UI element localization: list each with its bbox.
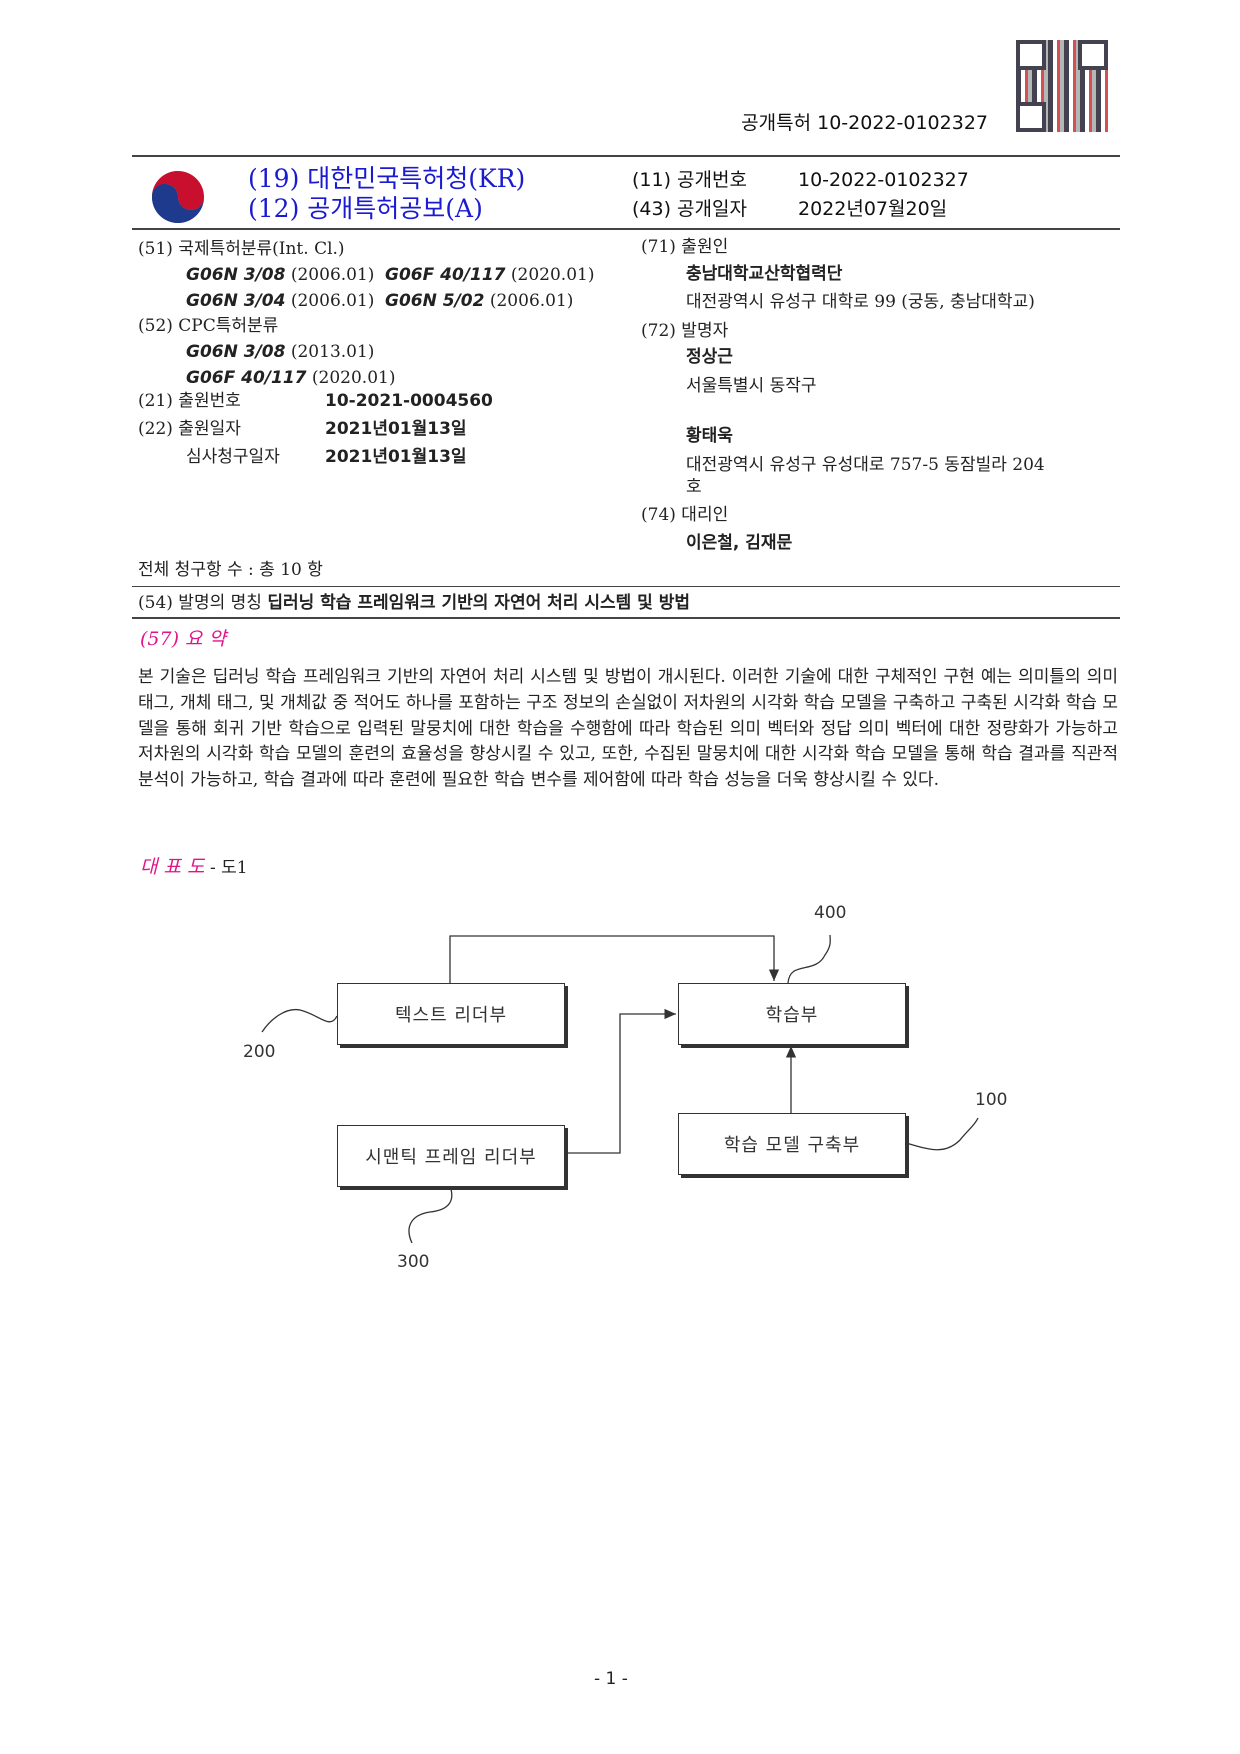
divider <box>132 617 1120 619</box>
abstract-label: (57) 요 약 <box>140 628 227 650</box>
pub-no-label: (11) 공개번호 <box>632 169 747 191</box>
agent-names: 이은철, 김재문 <box>686 533 793 553</box>
ipc-version: (2006.01) <box>290 265 375 285</box>
arrow-text-to-learner <box>449 935 780 983</box>
ref-200: 200 <box>243 1042 276 1062</box>
ipc-code: G06F 40/117 <box>385 265 506 285</box>
inventor-name: 정상근 <box>686 347 733 367</box>
ipc-label: (51) 국제특허분류(Int. Cl.) <box>138 239 345 259</box>
exam-label: 심사청구일자 <box>186 447 280 467</box>
agent-label: (74) 대리인 <box>641 505 729 525</box>
ref-100: 100 <box>975 1090 1008 1110</box>
applicant-name: 충남대학교산학협력단 <box>686 264 843 284</box>
doc-id: 공개특허 10-2022-0102327 <box>741 112 988 134</box>
cpc-code: G06N 3/08 <box>186 342 286 362</box>
pub-no: 10-2022-0102327 <box>798 169 969 191</box>
app-date: 2021년01월13일 <box>325 419 467 439</box>
app-no-label: (21) 출원번호 <box>138 391 241 411</box>
invention-title: 딥러닝 학습 프레임워크 기반의 자연어 처리 시스템 및 방법 <box>267 593 691 613</box>
claims-count: 전체 청구항 수 : 총 10 항 <box>138 560 323 580</box>
ipc-version: (2020.01) <box>510 265 595 285</box>
leader-300 <box>408 1185 453 1244</box>
inventor-name: 황태욱 <box>686 426 733 446</box>
office-name: (19) 대한민국특허청(KR) <box>248 164 526 193</box>
divider <box>132 586 1120 587</box>
ipc-code: G06N 5/02 <box>385 291 485 311</box>
exam-date: 2021년01월13일 <box>325 447 467 467</box>
invention-title-label: (54) 발명의 명칭 <box>138 593 262 613</box>
leader-100 <box>905 1117 979 1151</box>
arrow-semantic-to-learner <box>567 1008 676 1154</box>
inventor-address-cont: 호 <box>686 477 702 497</box>
kipo-logo-icon <box>152 171 204 223</box>
rep-fig-value: - 도1 <box>209 858 248 878</box>
leader-400 <box>787 934 831 984</box>
divider <box>132 228 1120 230</box>
qr-code <box>1016 40 1108 132</box>
cpc-version: (2020.01) <box>311 368 396 388</box>
applicant-address: 대전광역시 유성구 대학로 99 (궁동, 충남대학교) <box>686 292 1035 312</box>
applicant-label: (71) 출원인 <box>641 237 729 257</box>
ipc-code: G06N 3/04 <box>186 291 286 311</box>
learner-block: 학습부 <box>678 983 906 1045</box>
ipc-code: G06N 3/08 <box>186 265 286 285</box>
model-builder-block: 학습 모델 구축부 <box>678 1113 906 1175</box>
abstract-text: 본 기술은 딥러닝 학습 프레임워크 기반의 자연어 처리 시스템 및 방법이 … <box>138 667 1118 791</box>
rep-fig-label: 대 표 도 <box>140 856 205 878</box>
inventor-address: 대전광역시 유성구 유성대로 757-5 동잠빌라 204 <box>686 455 1045 475</box>
inventor-address: 서울특별시 동작구 <box>686 376 817 396</box>
cpc-version: (2013.01) <box>290 342 375 362</box>
pub-date: 2022년07월20일 <box>798 198 948 220</box>
ref-300: 300 <box>397 1252 430 1272</box>
inventor-label: (72) 발명자 <box>641 321 729 341</box>
app-no: 10-2021-0004560 <box>325 391 493 411</box>
publication-kind: (12) 공개특허공보(A) <box>248 194 483 223</box>
semantic-frame-reader-block: 시맨틱 프레임 리더부 <box>337 1125 565 1187</box>
app-date-label: (22) 출원일자 <box>138 419 241 439</box>
divider <box>132 155 1120 157</box>
page-number: - 1 - <box>594 1669 628 1689</box>
ipc-version: (2006.01) <box>489 291 574 311</box>
ref-400: 400 <box>814 903 847 923</box>
text-reader-block: 텍스트 리더부 <box>337 983 565 1045</box>
pub-date-label: (43) 공개일자 <box>632 198 747 220</box>
cpc-code: G06F 40/117 <box>186 368 307 388</box>
cpc-label: (52) CPC특허분류 <box>138 316 279 336</box>
ipc-version: (2006.01) <box>290 291 375 311</box>
leader-200 <box>261 1008 338 1033</box>
